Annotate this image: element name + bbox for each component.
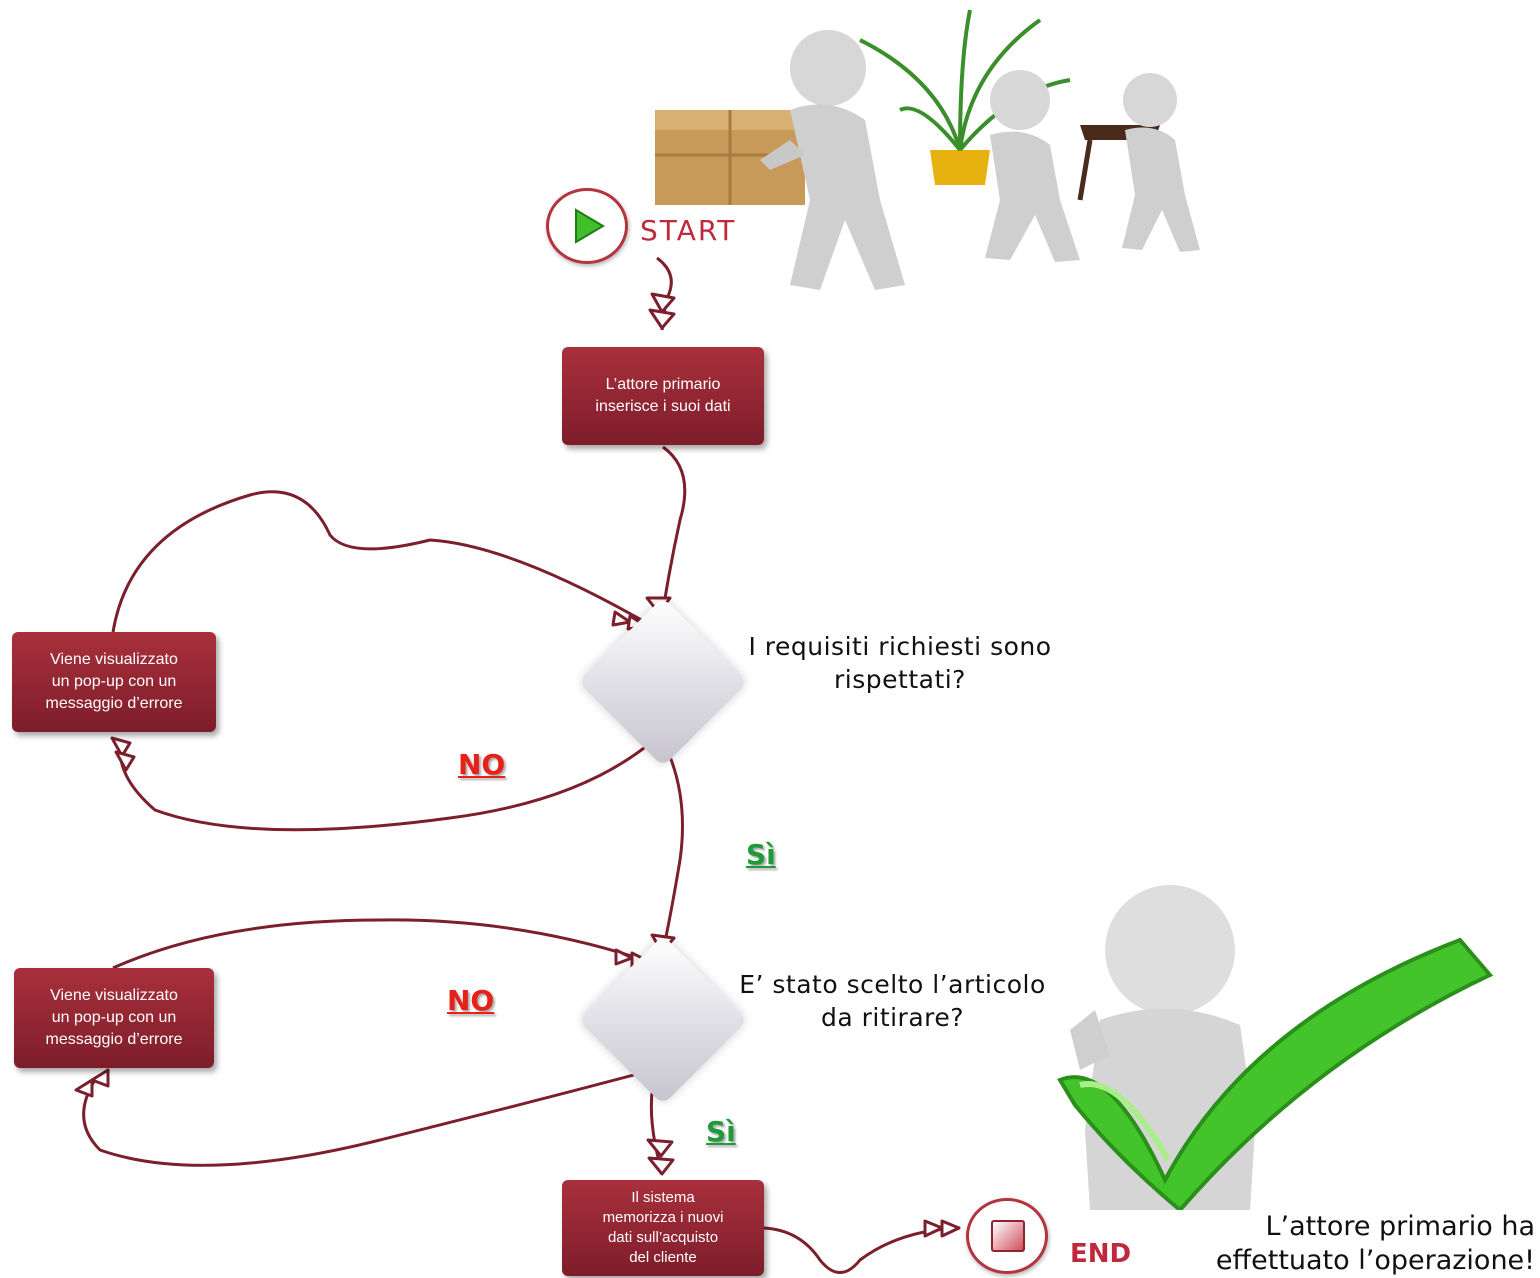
branch-yes-2: Sì: [706, 1115, 736, 1148]
decision-article-text: E’ stato scelto l’articolo da ritirare?: [739, 970, 1046, 1032]
play-icon: [575, 208, 605, 244]
step-input-data: L’attore primario inserisce i suoi dati: [562, 347, 764, 445]
step-error-popup-1-text: Viene visualizzato un pop-up con un mess…: [45, 651, 183, 712]
checkmark-illustration: [1057, 885, 1494, 1210]
branch-no-1: NO: [458, 748, 506, 781]
end-node: [966, 1198, 1048, 1274]
step-save-data: Il sistema memorizza i nuovi dati sull’a…: [562, 1180, 764, 1276]
stop-icon: [991, 1220, 1025, 1252]
step-error-popup-2-text: Viene visualizzato un pop-up con un mess…: [45, 987, 183, 1048]
step-save-data-text: Il sistema memorizza i nuovi dati sull’a…: [602, 1189, 724, 1266]
decision-requirements-text: I requisiti richiesti sono rispettati?: [748, 632, 1052, 694]
branch-yes-1: Sì: [746, 838, 776, 871]
step-input-data-text: L’attore primario inserisce i suoi dati: [595, 376, 731, 415]
final-message: L’attore primario ha effettuato l’operaz…: [1215, 1211, 1535, 1276]
start-node: [546, 188, 628, 264]
end-label: END: [1070, 1239, 1132, 1269]
start-label: START: [640, 214, 737, 247]
step-error-popup-1: Viene visualizzato un pop-up con un mess…: [12, 632, 216, 732]
step-error-popup-2: Viene visualizzato un pop-up con un mess…: [14, 968, 214, 1068]
branch-no-2: NO: [447, 984, 495, 1017]
movers-illustration: [655, 9, 1200, 290]
